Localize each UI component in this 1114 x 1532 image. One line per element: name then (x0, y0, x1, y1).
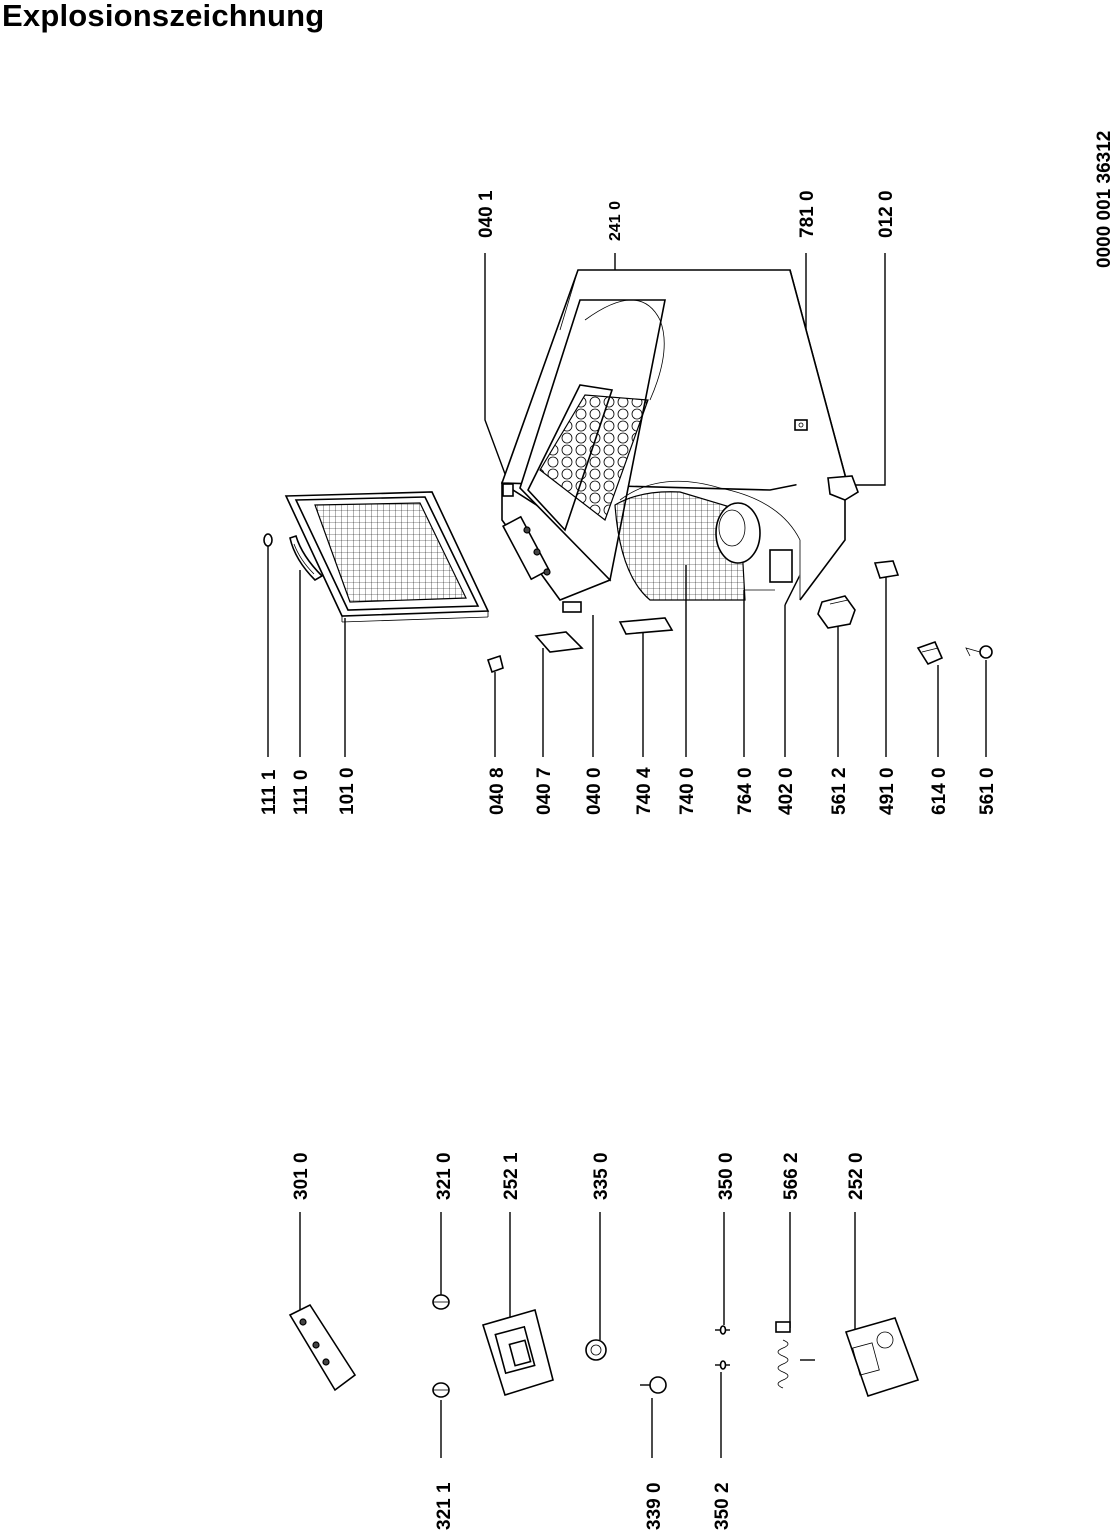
freezer-cabinet (500, 269, 859, 613)
label-781-0: 781 0 (797, 190, 818, 238)
label-252-0: 252 0 (846, 1152, 867, 1200)
label-040-8: 040 8 (487, 767, 508, 815)
label-614-0: 614 0 (929, 767, 950, 815)
door-handle (289, 534, 324, 581)
label-321-0: 321 0 (434, 1152, 455, 1200)
label-111-0: 111 0 (291, 770, 312, 815)
part-561-2 (817, 595, 856, 629)
part-491-0 (873, 560, 900, 579)
label-040-1: 040 1 (476, 190, 497, 238)
part-335-0 (585, 1339, 607, 1361)
label-561-0: 561 0 (977, 767, 998, 815)
label-040-7: 040 7 (534, 767, 555, 815)
label-111-1: 111 1 (259, 769, 280, 815)
label-740-4: 740 4 (634, 767, 655, 815)
label-301-0: 301 0 (291, 1152, 312, 1200)
label-321-1: 321 1 (434, 1482, 455, 1530)
part-350-0 (715, 1325, 730, 1335)
label-561-2: 561 2 (829, 767, 850, 815)
label-764-0: 764 0 (735, 767, 756, 815)
part-040-8 (486, 654, 504, 674)
part-740-4 (618, 617, 674, 635)
label-335-0: 335 0 (591, 1152, 612, 1200)
page-title: Explosionszeichnung (2, 0, 325, 33)
part-040-7 (534, 631, 584, 653)
label-101-0: 101 0 (337, 767, 358, 815)
part-labels: 111 1 111 0 101 0 040 8 040 7 040 0 740 … (259, 131, 1114, 1530)
part-321-1 (432, 1382, 450, 1398)
part-321-0 (432, 1294, 450, 1310)
label-252-1: 252 1 (501, 1152, 522, 1200)
label-040-0: 040 0 (584, 767, 605, 815)
part-339-0 (640, 1376, 667, 1394)
label-241-0: 241 0 (607, 201, 624, 241)
part-566-2 (775, 1321, 815, 1389)
label-350-0: 350 0 (716, 1152, 737, 1200)
label-012-0: 012 0 (876, 190, 897, 238)
label-566-2: 566 2 (781, 1152, 802, 1200)
diagram-code: 0000 001 36312 (1094, 131, 1114, 268)
part-614-0 (916, 640, 944, 666)
handle-cap (263, 533, 273, 547)
part-252-1 (481, 1309, 554, 1397)
label-740-0: 740 0 (677, 767, 698, 815)
label-402-0: 402 0 (776, 767, 797, 815)
label-350-2: 350 2 (712, 1482, 733, 1530)
part-561-0 (965, 645, 993, 659)
part-252-0 (844, 1317, 920, 1398)
label-339-0: 339 0 (644, 1482, 665, 1530)
freezer-door (284, 491, 490, 623)
label-491-0: 491 0 (877, 767, 898, 815)
part-301-0 (288, 1303, 357, 1392)
part-350-2 (715, 1360, 730, 1370)
